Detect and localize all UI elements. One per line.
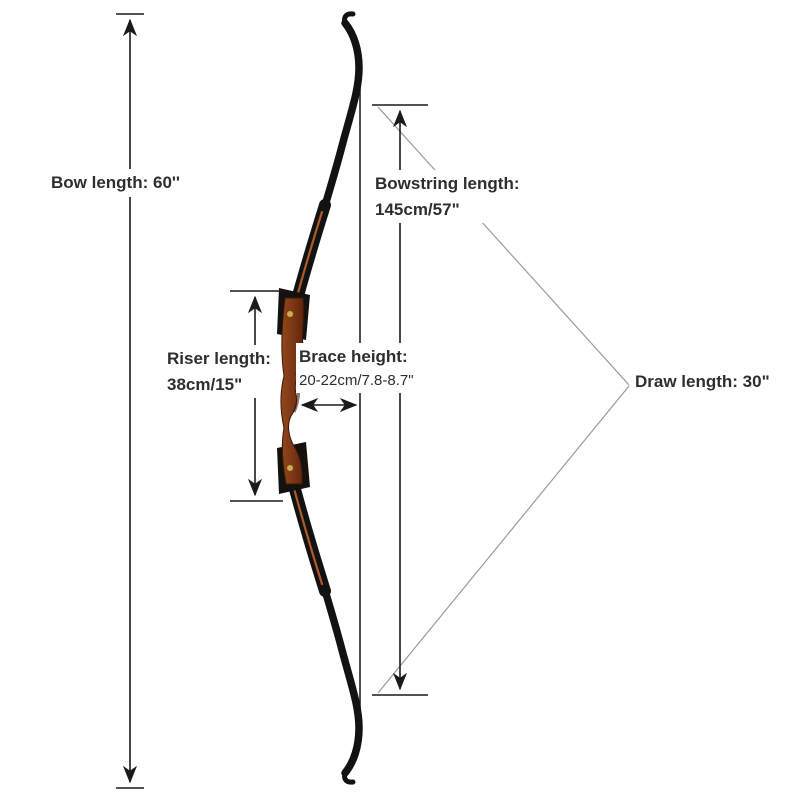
- riser-length-label: Riser length: 38cm/15": [164, 345, 274, 398]
- draw-length-label: Draw length: 30": [632, 368, 773, 396]
- brace-height-label: Brace height: 20-22cm/7.8-8.7": [296, 343, 417, 393]
- bow-length-dimension: [116, 13, 144, 789]
- draw-length-guides: [377, 106, 630, 694]
- bowstring-length-label: Bowstring length: 145cm/57": [372, 170, 523, 223]
- riser-length-title: Riser length:: [167, 349, 271, 368]
- bowstring-length-value: 145cm/57": [375, 199, 460, 219]
- brace-height-value: 20-22cm/7.8-8.7": [299, 371, 414, 389]
- riser-bolt-bottom: [286, 464, 294, 472]
- brace-height-title: Brace height:: [299, 347, 408, 366]
- riser-length-value: 38cm/15": [167, 374, 243, 394]
- bow-length-label: Bow length: 60'': [48, 169, 183, 197]
- upper-limb: [286, 11, 363, 332]
- lower-limb: [286, 464, 363, 785]
- riser-bolt-top: [286, 310, 294, 318]
- bowstring-length-title: Bowstring length:: [375, 174, 520, 193]
